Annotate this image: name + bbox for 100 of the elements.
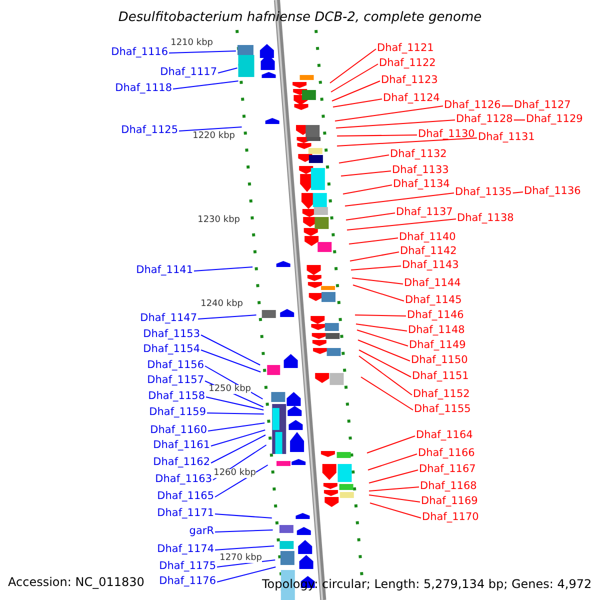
gene-label: Dhaf_1154: [143, 344, 200, 355]
leader-line: [354, 314, 406, 316]
leader-line: [214, 530, 274, 532]
gene-label: Dhaf_1146: [407, 310, 464, 321]
map-title: Desulfitobacterium hafniense DCB-2, complete genome: [117, 10, 483, 24]
gene-label: Dhaf_1157: [147, 375, 204, 386]
gene-label: Dhaf_1149: [409, 340, 466, 351]
gene-label: Dhaf_1152: [413, 389, 470, 400]
leader-line: [358, 350, 412, 378]
gene-label: Dhaf_1153: [143, 329, 200, 340]
leader-line: [206, 412, 264, 414]
leader-line: [334, 106, 444, 122]
leader-line: [332, 80, 380, 102]
gene-label: Dhaf_1142: [400, 246, 457, 257]
leader-line: [358, 356, 412, 396]
leader-line: [336, 120, 456, 128]
scale-label: 1230 kbp: [198, 216, 240, 226]
gene-label: Dhaf_1144: [404, 278, 461, 289]
leader-line: [178, 126, 242, 132]
leader-line: [168, 50, 236, 54]
leader-line: [194, 266, 254, 272]
gene-label: Dhaf_1123: [381, 75, 438, 86]
gene-label: Dhaf_1165: [157, 491, 214, 502]
leader-line: [358, 340, 410, 362]
leader-line: [360, 376, 414, 410]
gene-label: Dhaf_1134: [393, 179, 450, 190]
leader-line: [200, 350, 262, 372]
gene-label: Dhaf_1131: [478, 132, 535, 143]
leader-line: [172, 80, 239, 90]
gene-label: Dhaf_1135: [455, 187, 512, 198]
gene-label: Dhaf_1125: [121, 125, 178, 136]
gene-label: Dhaf_1136: [524, 186, 581, 197]
leader-line: [200, 334, 261, 366]
gene-label: Dhaf_1127: [514, 100, 571, 111]
gene-label: garR: [189, 526, 214, 537]
leader-line: [330, 64, 378, 92]
gene-label: Dhaf_1116: [111, 47, 168, 58]
gene-label: Dhaf_1151: [412, 371, 469, 382]
leader-line: [342, 184, 392, 194]
leader-line: [346, 212, 396, 220]
leader-line: [352, 284, 404, 302]
gene-label: Dhaf_1174: [157, 544, 214, 555]
leader-line: [336, 138, 478, 146]
gene-label: Dhaf_1150: [411, 355, 468, 366]
leader-line: [216, 566, 276, 582]
gene-label: Dhaf_1128: [456, 114, 513, 125]
gene-label: Dhaf_1164: [416, 430, 473, 441]
leader-line: [512, 192, 524, 194]
gene-label: Dhaf_1170: [422, 512, 479, 523]
gene-label: Dhaf_1124: [383, 93, 440, 104]
gene-label: Dhaf_1133: [392, 165, 449, 176]
leader-line: [350, 252, 400, 262]
leader-line: [218, 68, 238, 74]
gene-label: Dhaf_1162: [153, 457, 210, 468]
leader-line: [350, 266, 402, 270]
gene-label: Dhaf_1122: [379, 58, 436, 69]
gene-label: Dhaf_1176: [159, 576, 216, 587]
leader-line: [210, 434, 266, 464]
gene-label: Dhaf_1143: [402, 260, 459, 271]
leader-line: [216, 560, 276, 568]
gene-label: Dhaf_1137: [396, 207, 453, 218]
gene-label: Dhaf_1159: [149, 407, 206, 418]
gene-label: Dhaf_1145: [405, 295, 462, 306]
leader-line: [214, 546, 275, 550]
leader-line: [208, 422, 266, 432]
leader-line: [356, 330, 408, 346]
gene-label: Dhaf_1147: [140, 313, 197, 324]
gene-label: Dhaf_1160: [150, 425, 207, 436]
gene-label: Dhaf_1138: [457, 213, 514, 224]
leader-line: [210, 430, 266, 446]
leader-line: [346, 218, 456, 230]
gene-label: Dhaf_1161: [153, 440, 210, 451]
leader-line: [340, 170, 392, 176]
gene-label: Dhaf_1118: [115, 83, 172, 94]
gene-label: Dhaf_1175: [159, 561, 216, 572]
gene-label: Dhaf_1169: [421, 496, 478, 507]
gene-label: Dhaf_1155: [414, 404, 471, 415]
scale-label: 1240 kbp: [200, 300, 243, 310]
leader-line: [338, 154, 390, 164]
leader-line: [368, 494, 420, 502]
gene-label: Dhaf_1132: [390, 149, 447, 160]
leader-line: [214, 514, 272, 518]
gene-label: Dhaf_1121: [377, 43, 434, 54]
leader-line: [368, 470, 418, 484]
scale-label: 1250 kbp: [208, 385, 251, 394]
leader-line: [366, 436, 416, 454]
scale-label: 1260 kbp: [214, 469, 256, 478]
gene-label: Dhaf_1168: [420, 481, 477, 492]
leader-line: [198, 314, 257, 320]
genome-info-label: Accession: NC_011830: [8, 576, 144, 588]
leader-line: [356, 324, 408, 332]
scale-label: 1220 kbp: [192, 132, 235, 142]
gene-label: Dhaf_1163: [155, 474, 212, 485]
gene-label: Dhaf_1126: [444, 100, 501, 111]
leader-line: [368, 454, 418, 470]
leader-line: [344, 192, 454, 206]
gene-label: Dhaf_1129: [526, 114, 583, 125]
leader-line: [348, 238, 398, 244]
scale-label: 1210 kbp: [170, 39, 213, 48]
leader-line: [336, 134, 418, 136]
